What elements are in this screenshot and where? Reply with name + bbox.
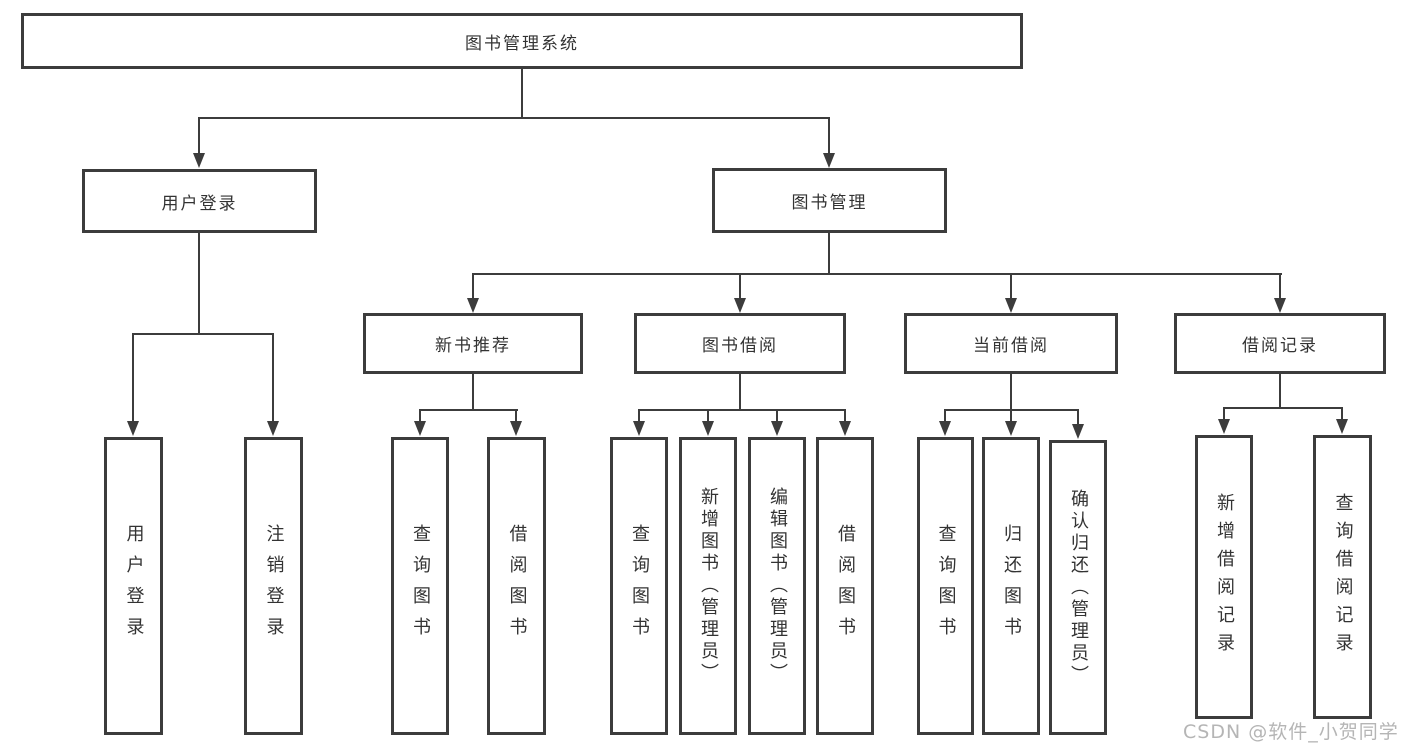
connector-leaf-stub [1077, 409, 1079, 425]
connector-book-management-split [472, 273, 1282, 275]
connector-leaf-stub [1010, 409, 1012, 423]
leaf-query-book-3-label: 查询图书 [935, 524, 957, 648]
leaf-user-login: 用户登录 [104, 437, 163, 735]
connector-new-book-split [419, 409, 518, 411]
arrowhead-icon [1336, 419, 1348, 434]
leaf-add-borrow-record-label: 新增借阅记录 [1214, 493, 1235, 661]
connector-leaf-stub [944, 409, 946, 423]
connector-borrow-record-stem [1279, 374, 1281, 409]
connector-user-login-split [132, 333, 274, 335]
connector-to-new-book [472, 273, 474, 300]
leaf-logout: 注销登录 [244, 437, 303, 735]
connector-to-book-borrow [739, 273, 741, 300]
connector-leaf-stub [1223, 407, 1225, 421]
arrowhead-icon [839, 421, 851, 436]
connector-leaf-stub [707, 409, 709, 423]
arrowhead-icon [702, 421, 714, 436]
node-current-borrow-label: 当前借阅 [973, 336, 1049, 356]
arrowhead-icon [633, 421, 645, 436]
node-root: 图书管理系统 [21, 13, 1023, 69]
connector-to-current-borrow [1010, 273, 1012, 300]
leaf-borrow-book-1: 借阅图书 [487, 437, 546, 735]
leaf-return-book: 归还图书 [982, 437, 1040, 735]
node-new-book-recommend: 新书推荐 [363, 313, 583, 374]
leaf-add-borrow-record: 新增借阅记录 [1195, 435, 1253, 719]
leaf-query-book-1-label: 查询图书 [410, 524, 431, 648]
leaf-borrow-book-2: 借阅图书 [816, 437, 874, 735]
connector-leaf-stub [515, 409, 517, 423]
leaf-logout-label: 注销登录 [263, 524, 285, 648]
node-book-borrow-label: 图书借阅 [702, 336, 778, 356]
connector-to-leaf-logout [272, 333, 274, 423]
connector-root-split [198, 117, 830, 119]
connector-book-borrow-stem [739, 374, 741, 411]
arrowhead-icon [193, 153, 205, 168]
leaf-query-borrow-record-label: 查询借阅记录 [1332, 493, 1354, 661]
node-user-login-label: 用户登录 [161, 193, 238, 214]
arrowhead-icon [1218, 419, 1230, 434]
connector-root-stem [521, 68, 523, 119]
connector-book-management-stem [828, 233, 830, 275]
arrowhead-icon [1274, 298, 1286, 313]
connector-leaf-stub [776, 409, 778, 423]
connector-to-book-management [828, 117, 830, 155]
connector-to-leaf-user-login [132, 333, 134, 423]
connector-leaf-stub [844, 409, 846, 423]
node-new-book-recommend-label: 新书推荐 [435, 336, 511, 356]
connector-user-login-stem [198, 233, 200, 335]
leaf-borrow-book-1-label: 借阅图书 [506, 524, 528, 648]
leaf-return-book-label: 归还图书 [1001, 524, 1022, 648]
leaf-edit-book-admin: 编辑图书（管理员） [748, 437, 806, 735]
node-root-label: 图书管理系统 [465, 33, 579, 54]
connector-current-borrow-stem [1010, 374, 1012, 411]
leaf-query-book-3: 查询图书 [917, 437, 974, 735]
node-current-borrow: 当前借阅 [904, 313, 1118, 374]
leaf-user-login-label: 用户登录 [123, 524, 145, 648]
connector-borrow-record-split [1223, 407, 1343, 409]
arrowhead-icon [467, 298, 479, 313]
leaf-query-book-2-label: 查询图书 [629, 524, 650, 648]
connector-new-book-stem [472, 374, 474, 411]
arrowhead-icon [414, 421, 426, 436]
arrowhead-icon [939, 421, 951, 436]
arrowhead-icon [1005, 421, 1017, 436]
leaf-query-book-2: 查询图书 [610, 437, 668, 735]
arrowhead-icon [1005, 298, 1017, 313]
leaf-edit-book-admin-label: 编辑图书（管理员） [767, 487, 788, 685]
leaf-confirm-return-admin-label: 确认归还（管理员） [1068, 488, 1089, 687]
node-book-management: 图书管理 [712, 168, 947, 233]
node-user-login: 用户登录 [82, 169, 317, 233]
connector-leaf-stub [1341, 407, 1343, 421]
node-borrow-record: 借阅记录 [1174, 313, 1386, 374]
arrowhead-icon [1072, 424, 1084, 439]
arrowhead-icon [127, 421, 139, 436]
arrowhead-icon [771, 421, 783, 436]
arrowhead-icon [734, 298, 746, 313]
node-book-management-label: 图书管理 [791, 193, 868, 213]
node-book-borrow: 图书借阅 [634, 313, 846, 374]
arrowhead-icon [267, 421, 279, 436]
watermark: CSDN @软件_小贺同学 [1183, 721, 1399, 743]
connector-leaf-stub [419, 409, 421, 423]
arrowhead-icon [823, 153, 835, 168]
connector-to-user-login [198, 117, 200, 155]
leaf-add-book-admin: 新增图书（管理员） [679, 437, 737, 735]
leaf-query-book-1: 查询图书 [391, 437, 449, 735]
connector-to-borrow-record [1279, 273, 1281, 300]
connector-book-borrow-split [638, 409, 846, 411]
leaf-confirm-return-admin: 确认归还（管理员） [1049, 440, 1107, 735]
leaf-query-borrow-record: 查询借阅记录 [1313, 435, 1372, 719]
arrowhead-icon [510, 421, 522, 436]
leaf-add-book-admin-label: 新增图书（管理员） [698, 487, 719, 685]
connector-leaf-stub [638, 409, 640, 423]
node-borrow-record-label: 借阅记录 [1242, 336, 1318, 356]
leaf-borrow-book-2-label: 借阅图书 [835, 524, 856, 648]
